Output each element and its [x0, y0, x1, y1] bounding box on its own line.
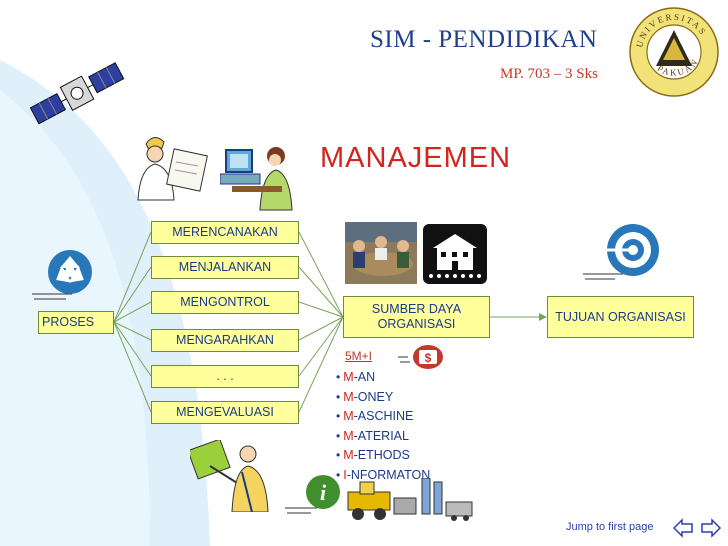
list-item: •M-ONEY	[336, 389, 394, 404]
computer-user-clipart-icon	[220, 147, 293, 211]
process-box-mengarahkan: MENGARAHKAN	[151, 329, 299, 352]
satellite-icon	[29, 62, 125, 125]
building-icon	[423, 224, 487, 284]
goal-box: TUJUAN ORGANISASI	[547, 296, 694, 338]
svg-text:i: i	[320, 480, 327, 505]
target-icon	[583, 224, 659, 280]
list-item: •M-ATERIAL	[336, 428, 409, 443]
list-item: •M-ASCHINE	[336, 409, 414, 423]
resources-box: SUMBER DAYA ORGANISASI	[343, 296, 490, 338]
info-icon: i	[285, 475, 340, 514]
bullet-icon: •	[336, 428, 341, 443]
svg-text:$: $	[425, 351, 432, 365]
architect-clipart-icon	[137, 137, 208, 201]
process-box-mengontrol: MENGONTROL	[151, 291, 299, 314]
machinery-icon	[347, 478, 473, 521]
bullet-icon: •	[336, 370, 341, 384]
nav-arrows-icon[interactable]	[672, 518, 722, 538]
process-box-mengevaluasi: MENGEVALUASI	[151, 401, 299, 424]
proses-box: PROSES	[38, 311, 114, 334]
teacher-clipart-icon	[190, 440, 269, 512]
meeting-photo-icon	[345, 222, 417, 284]
header-subtitle: MP. 703 – 3 Sks	[500, 66, 598, 82]
m-list-header: 5M+I	[345, 349, 373, 363]
process-box-merencanakan: MERENCANAKAN	[151, 221, 299, 244]
bullet-icon: •	[336, 467, 341, 482]
university-logo-icon: UNIVERSITAS PAKUAN	[629, 7, 719, 97]
next-arrow-icon[interactable]	[701, 518, 722, 538]
list-item: •M-ETHODS	[336, 448, 410, 462]
connector-lines-left	[113, 231, 344, 413]
header-title: SIM - PENDIDIKAN	[370, 26, 598, 53]
m-list: •M-AN •M-ONEY •M-ASCHINE •M-ATERIAL •M-E…	[336, 370, 430, 487]
list-item: •I-NFORMATON	[336, 467, 431, 482]
process-box-ellipsis: . . .	[151, 365, 299, 388]
prev-arrow-icon[interactable]	[672, 518, 693, 538]
bullet-icon: •	[336, 409, 341, 423]
bullet-icon: •	[336, 448, 341, 462]
jump-to-first-page-link[interactable]: Jump to first page	[566, 521, 654, 533]
money-icon: $	[398, 345, 443, 369]
recycle-icon	[32, 250, 92, 300]
arrowhead-icon	[539, 313, 547, 321]
process-box-menjalankan: MENJALANKAN	[151, 256, 299, 279]
bullet-icon: •	[336, 389, 341, 404]
list-item: •M-AN	[336, 370, 376, 384]
main-title: MANAJEMEN	[320, 142, 512, 174]
